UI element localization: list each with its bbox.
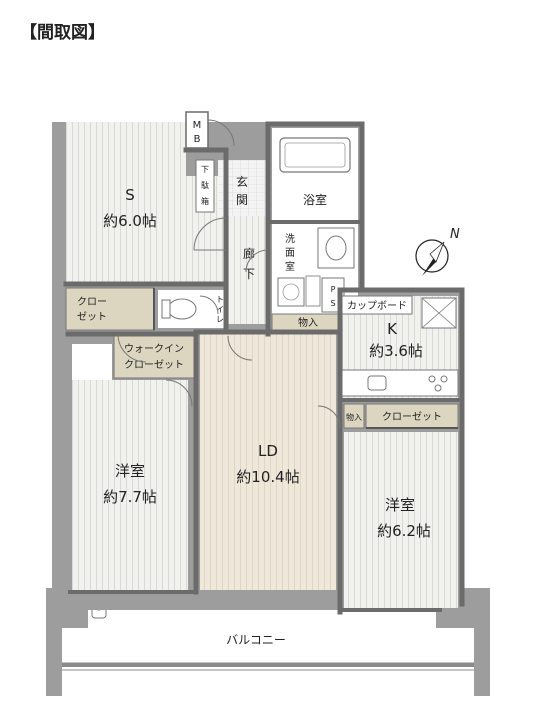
west-room-size: 約7.7帖 — [103, 488, 157, 506]
ld-name: LD — [258, 442, 278, 460]
compass-letter: N — [450, 227, 460, 242]
storage-mid-label: 物入 — [298, 316, 318, 329]
shoe-cabinet-label-2: 駄 — [201, 180, 209, 190]
walk-in-closet-label-2: クローゼット — [124, 359, 184, 371]
shoe-cabinet-label-1: 下 — [201, 165, 209, 174]
walk-in-closet: ウォークイン クローゼット — [113, 333, 195, 379]
corridor-label-1: 廊 — [243, 246, 255, 261]
plan-title: 【間取図】 — [20, 22, 105, 43]
closet-right: クローゼット — [365, 403, 459, 429]
meter-box-label-b: B — [194, 134, 201, 145]
bathroom: 浴室 — [272, 128, 358, 220]
closet-right-label: クローゼット — [382, 411, 442, 423]
kitchen: カップボード K 約3.6帖 — [339, 295, 459, 400]
room-s-name: S — [125, 186, 135, 204]
bathroom-label: 浴室 — [303, 192, 327, 207]
corridor-label-2: 下 — [243, 267, 255, 281]
interior-walls — [63, 121, 465, 615]
kitchen-size: 約3.6帖 — [369, 342, 423, 360]
toilet-label-1: ト — [216, 295, 224, 304]
ld-room: LD 約10.4帖 — [200, 334, 336, 590]
balcony-label: バルコニー — [226, 633, 286, 647]
storage-right-label: 物入 — [346, 412, 362, 422]
closet-left-label-2: ゼット — [77, 311, 107, 323]
closet-left: クロー ゼット — [65, 287, 155, 331]
doors — [117, 217, 341, 429]
ld-size: 約10.4帖 — [236, 468, 299, 486]
closet-left-label-1: クロー — [77, 296, 107, 308]
toilet: ト イ レ — [158, 290, 228, 328]
pipe-space-label-p: P — [331, 285, 336, 294]
room-s-size: 約6.0帖 — [103, 212, 157, 230]
cupboard-label: カップボード — [347, 300, 407, 312]
walk-in-closet-label-1: ウォークイン — [124, 343, 184, 355]
toilet-label-2: イ — [216, 305, 224, 314]
east-room: 洋室 約6.2帖 — [344, 432, 458, 608]
shoe-cabinet-label-3: 箱 — [201, 196, 209, 206]
entrance-label-2: 関 — [236, 193, 248, 207]
compass-icon: N — [415, 227, 460, 276]
washroom-label-2: 面 — [285, 248, 295, 259]
pipe-space-label-s: S — [330, 299, 335, 308]
west-room: 洋室 約7.7帖 — [72, 344, 188, 590]
storage-right: 物入 — [343, 403, 365, 429]
kitchen-name: K — [387, 320, 398, 338]
shoe-cabinet: 下 駄 箱 — [195, 159, 215, 213]
meter-box: M B — [185, 111, 235, 149]
washroom-label-1: 洗 — [285, 233, 295, 245]
west-room-name: 洋室 — [115, 462, 145, 480]
entrance-label-1: 玄 — [236, 174, 248, 189]
meter-box-label-m: M — [193, 120, 202, 131]
corridor: 廊 下 — [228, 216, 266, 324]
toilet-label-3: レ — [216, 315, 224, 324]
east-room-name: 洋室 — [385, 496, 415, 514]
east-room-size: 約6.2帖 — [377, 522, 431, 540]
washroom-label-3: 室 — [285, 260, 295, 273]
storage-mid: 物入 — [271, 313, 345, 331]
